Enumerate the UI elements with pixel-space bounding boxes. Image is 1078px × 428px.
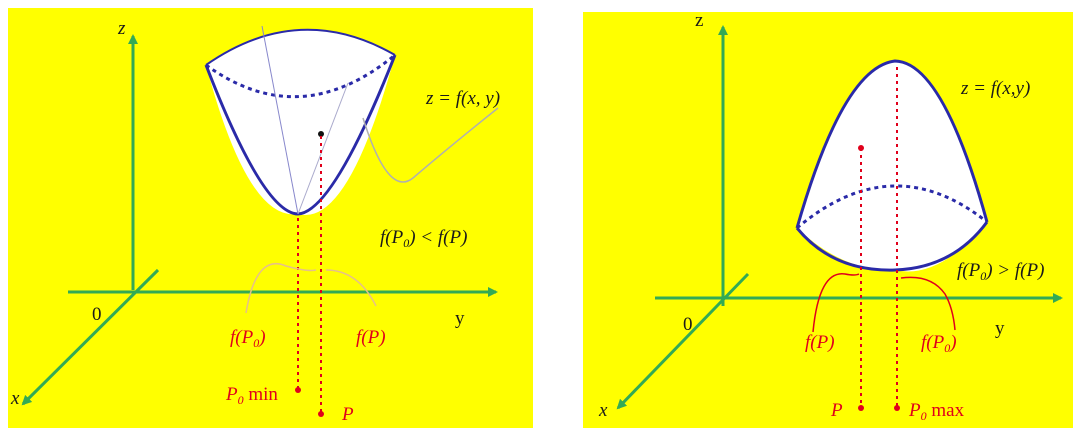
fp-brace (326, 270, 376, 306)
p-point (318, 411, 324, 417)
inequality-label: f(P0) > f(P) (957, 260, 1044, 283)
fp0-label: f(P0) (230, 327, 266, 350)
x-axis (618, 274, 748, 408)
max-diagram: z y x 0 z = f(x,y) f(P0) > f(P) f(P) f(P… (583, 12, 1073, 428)
p-label: P (341, 404, 354, 425)
origin-label: 0 (92, 304, 102, 325)
fp0-label: f(P0) (921, 332, 957, 355)
fp-label: f(P) (356, 327, 386, 348)
p0-label: P0 min (225, 384, 278, 407)
min-diagram: z y x 0 z = f(x, y) f(P0) < f(P) f(P0) f… (8, 8, 533, 428)
fp-label: f(P) (805, 332, 835, 353)
p0-point (894, 405, 900, 411)
p0-point (295, 387, 301, 393)
x-axis (23, 270, 158, 404)
surface-label-pointer (363, 108, 498, 182)
max-diagram-panel: z y x 0 z = f(x,y) f(P0) > f(P) f(P) f(P… (583, 12, 1073, 428)
fp-brace (813, 274, 859, 332)
y-axis-label: y (455, 308, 465, 329)
p-label: P (830, 400, 843, 421)
origin-label: 0 (683, 314, 693, 335)
fp0-brace (246, 264, 316, 313)
surface-label: z = f(x,y) (960, 78, 1030, 99)
z-axis-label: z (117, 18, 126, 39)
p0-label: P0 max (908, 400, 965, 423)
min-diagram-panel: z y x 0 z = f(x, y) f(P0) < f(P) f(P0) f… (8, 8, 533, 428)
fp0-brace (901, 277, 955, 330)
y-axis-label: y (995, 318, 1005, 339)
surface-point (858, 145, 864, 151)
x-axis-label: x (598, 400, 608, 421)
surface-label: z = f(x, y) (425, 88, 500, 109)
p-point (858, 405, 864, 411)
z-axis-label: z (695, 10, 703, 31)
x-axis-label: x (10, 388, 20, 409)
inequality-label: f(P0) < f(P) (380, 227, 467, 250)
paraboloid-surface (797, 61, 987, 271)
